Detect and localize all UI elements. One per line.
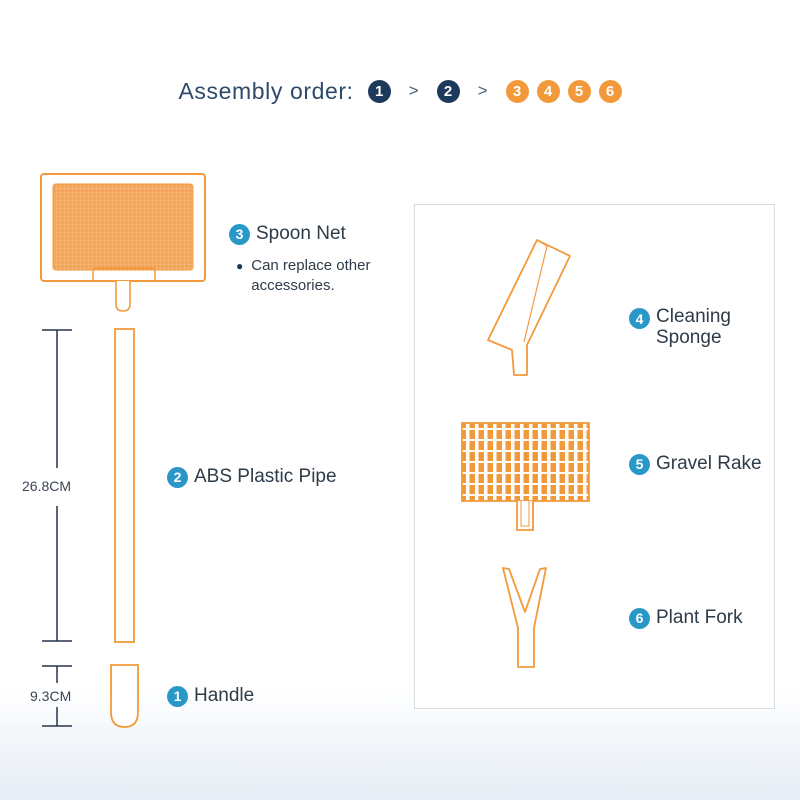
handle [110,664,139,728]
sponge-number: 4 [629,308,650,329]
rake-callout: 5 Gravel Rake [629,453,762,475]
pipe-callout: 2 ABS Plastic Pipe [167,466,337,488]
step-separator: > [408,81,419,100]
pipe-dimension-line [42,329,72,642]
assembly-order-label: Assembly order: [178,77,354,104]
spoon-net-number: 3 [229,223,250,245]
sponge-label-line2: Sponge [656,327,722,348]
assembly-order-header: Assembly order: 1 > 2 > 3 4 5 6 [0,74,800,108]
spoon-net-callout: 3 Spoon Net [229,223,346,245]
step-badge-4: 4 [536,79,560,103]
step-badge-5: 5 [567,79,591,103]
cleaning-sponge [487,239,571,376]
spoon-net [40,173,206,312]
handle-label: Handle [194,685,255,706]
handle-number: 1 [167,685,188,707]
fork-callout: 6 Plant Fork [629,607,743,629]
step-badge-3: 3 [505,79,529,103]
sponge-callout: 4 Cleaning Sponge [629,306,731,348]
spoon-net-note-text: Can replace other accessories. [251,257,371,294]
gravel-rake [461,422,590,531]
step-badge-2: 2 [436,79,460,103]
rake-label: Gravel Rake [656,453,762,474]
bullet-dot: ● [236,259,244,273]
handle-dimension-line [42,665,72,727]
step-separator: > [477,81,488,100]
spoon-net-label: Spoon Net [256,223,346,244]
handle-callout: 1 Handle [167,685,254,707]
plant-fork [502,567,547,668]
pipe-number: 2 [167,466,188,488]
fork-number: 6 [629,607,650,629]
step-badge-1: 1 [367,79,391,103]
abs-plastic-pipe [114,328,135,643]
handle-length-label: 9.3CM [30,688,72,704]
spoon-net-note: ● Can replace other accessories. [236,256,406,296]
step-badge-6: 6 [598,79,622,103]
pipe-label: ABS Plastic Pipe [194,466,337,487]
fork-label: Plant Fork [656,607,743,628]
sponge-label-line1: Cleaning [656,306,731,327]
pipe-length-label: 26.8CM [22,478,72,494]
rake-number: 5 [629,453,650,475]
sponge-label: Cleaning Sponge [656,306,731,348]
